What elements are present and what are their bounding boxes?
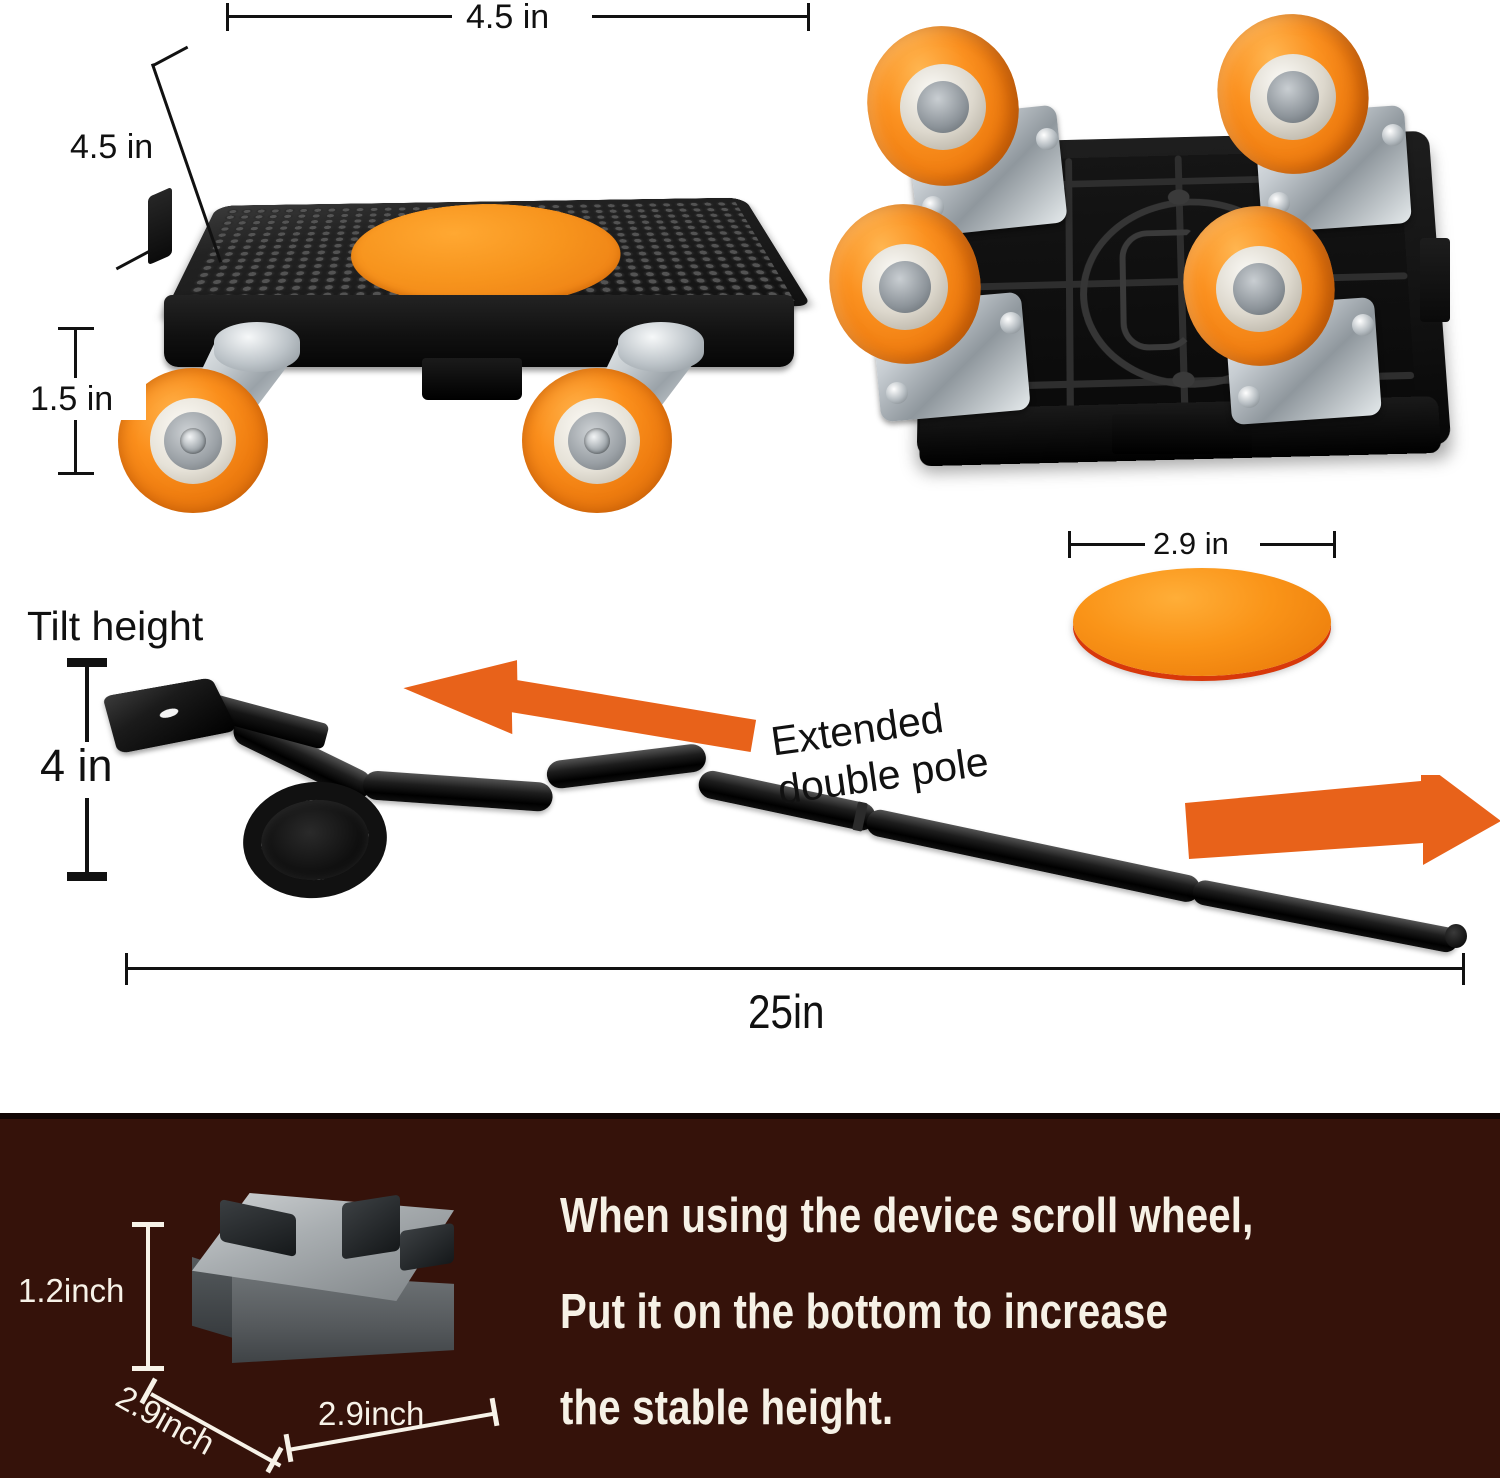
caster-hub-inner [1233, 263, 1285, 315]
caster-screw [886, 382, 908, 404]
caster-hub-inner [1267, 71, 1319, 123]
tilt-height-tick-top [67, 658, 107, 667]
caster-hub-inner [917, 81, 969, 133]
riser-block-lug-right [400, 1222, 454, 1272]
tilt-height-title: Tilt height [27, 603, 204, 649]
caster-bottom-top-left [853, 12, 1068, 238]
bottom-view-dolly [815, 2, 1480, 510]
disc-label-backing [1145, 528, 1260, 560]
pole-segment-5 [864, 807, 1203, 905]
caster-front-left [118, 322, 300, 513]
length-dimension-line [125, 967, 1465, 970]
dolly-side-tab [148, 186, 172, 266]
caster-bottom-bottom-right [1170, 193, 1382, 426]
width-dimension-tick-left [226, 3, 229, 31]
riser-height-dimension-line [146, 1222, 150, 1370]
riser-height-label: 1.2inch [18, 1272, 125, 1309]
orange-rubber-disc [1073, 568, 1331, 676]
width-dimension-tick-right [807, 3, 810, 31]
side-view-dolly [118, 40, 840, 513]
arrow-left-icon [403, 660, 757, 753]
tilt-height-dimension-label: 4 in [40, 740, 113, 791]
caster-screw [1036, 128, 1058, 150]
banner-instruction-text: When using the device scroll wheel, Put … [560, 1168, 1298, 1456]
caster-bolt [584, 428, 610, 454]
length-dimension-tick-right [1462, 953, 1465, 985]
bracket-hole [157, 706, 181, 720]
caster-bottom-top-right [1205, 2, 1412, 234]
dolly-base-side-tab [1420, 238, 1450, 322]
wheel-height-label-backing [26, 378, 146, 420]
banner-line-3: the stable height. [560, 1381, 894, 1435]
pole-end-cap [1445, 924, 1467, 948]
caster-screw [1382, 124, 1404, 146]
caster-front-right [522, 322, 704, 513]
caster-hub-inner [879, 261, 931, 313]
riser-height-tick-top [132, 1222, 164, 1227]
width-label-backing [452, 0, 592, 32]
caster-screw [1238, 386, 1260, 408]
dolly-front-tab [422, 358, 522, 400]
caster-screw [1352, 314, 1374, 336]
caster-bottom-bottom-left [815, 190, 1031, 423]
disc-dimension-tick-right [1333, 531, 1336, 558]
extended-double-pole [95, 660, 1495, 960]
depth-dimension-label: 4.5 in [70, 128, 154, 166]
riser-block-lug-center [342, 1194, 400, 1260]
riser-width-label: 2.9inch [318, 1395, 425, 1432]
pole-mount-bracket [102, 677, 238, 755]
riser-height-tick-bottom [132, 1366, 164, 1371]
riser-block [172, 1193, 472, 1383]
wheel-height-tick-bottom [58, 472, 94, 475]
length-dimension-label: 25in [748, 985, 825, 1038]
banner-line-2: Put it on the bottom to increase [560, 1285, 1168, 1339]
caster-bolt [180, 428, 206, 454]
disc-dimension-tick-left [1068, 531, 1071, 558]
disc-dimension-label: 2.9 in [1153, 526, 1229, 561]
arrow-right-icon [1185, 775, 1500, 865]
caster-swivel [618, 322, 704, 372]
caster-screw [1000, 312, 1022, 334]
rib-vertical [1065, 158, 1074, 422]
wheel-height-tick-top [58, 327, 94, 330]
banner-line-1: When using the device scroll wheel, [560, 1189, 1254, 1243]
wheel-height-dimension-label: 1.5 in [30, 380, 114, 418]
width-dimension-label: 4.5 in [466, 0, 550, 36]
tilt-height-tick-bottom [67, 872, 107, 881]
length-dimension-tick-left [125, 953, 128, 985]
caster-swivel [214, 322, 300, 372]
dolly-base-tab [1112, 414, 1252, 454]
